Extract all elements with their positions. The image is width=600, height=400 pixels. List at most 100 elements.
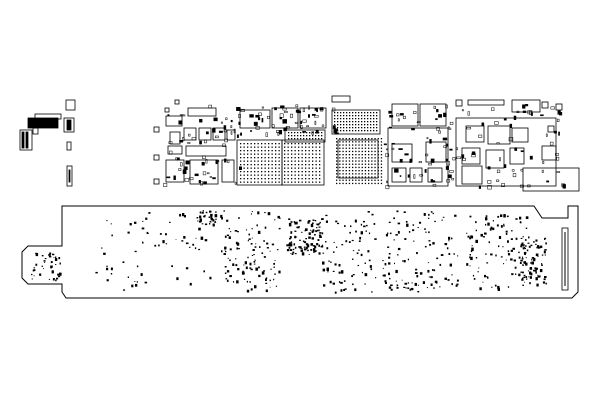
dense-pad	[539, 246, 541, 249]
dense-pad	[209, 223, 211, 225]
connector-side-fill	[66, 119, 72, 131]
bga-ball	[352, 157, 354, 159]
smd-part	[446, 161, 450, 166]
small-pad	[541, 101, 549, 109]
via	[478, 267, 480, 269]
bga-ball	[254, 160, 256, 162]
dense-pad	[199, 215, 202, 219]
bga-ball	[342, 170, 344, 172]
dense-pad	[531, 258, 533, 261]
bga-ball	[371, 141, 373, 143]
bga-ball	[352, 176, 354, 178]
via	[439, 286, 441, 288]
via	[209, 276, 212, 280]
via	[363, 225, 366, 228]
bga-ball	[240, 171, 242, 173]
via	[110, 273, 113, 275]
dense-pad	[294, 230, 297, 232]
dense-pad	[536, 246, 538, 249]
bga-ball	[361, 157, 363, 159]
dense-pad	[522, 284, 524, 286]
via	[127, 276, 129, 278]
dense-pad	[311, 237, 314, 240]
smd-part	[430, 179, 433, 183]
smd-part	[562, 184, 566, 186]
via	[194, 247, 197, 250]
top-dense-pads	[163, 104, 566, 190]
via	[503, 214, 506, 218]
dense-pad	[214, 214, 218, 218]
smd-part	[321, 124, 325, 127]
dense-pad	[290, 221, 293, 223]
via	[442, 216, 445, 218]
dense-pad	[312, 245, 316, 247]
via	[414, 282, 417, 286]
via	[440, 254, 444, 256]
bga-ball	[361, 130, 363, 132]
bga-ball	[268, 167, 270, 169]
bga-ball	[271, 181, 273, 183]
bga-ball	[346, 115, 348, 117]
bga-ball	[271, 171, 273, 173]
via	[352, 258, 354, 260]
via	[370, 268, 373, 271]
via	[273, 262, 275, 265]
bga-ball	[339, 154, 341, 156]
via	[232, 263, 235, 266]
dense-pad	[525, 276, 528, 279]
via	[131, 284, 134, 288]
bga-ball	[377, 182, 379, 185]
bga-ball	[240, 153, 242, 155]
bga-ball	[294, 143, 296, 145]
via	[265, 277, 268, 279]
bga-ball	[315, 150, 317, 152]
bga-ball	[287, 181, 289, 183]
via	[435, 282, 438, 284]
bga-ball	[339, 157, 341, 159]
bga-ball	[358, 141, 360, 143]
dense-pad	[525, 245, 527, 247]
dense-pad	[535, 239, 538, 242]
dense-pad	[541, 254, 544, 256]
via	[254, 285, 256, 287]
bga-ball	[268, 178, 270, 180]
via	[417, 291, 420, 293]
smd-part	[428, 163, 432, 166]
smd-part	[520, 150, 524, 153]
via	[525, 227, 528, 229]
via	[338, 271, 341, 274]
smd-part	[530, 112, 533, 116]
via	[189, 282, 192, 286]
via	[351, 275, 353, 278]
via	[355, 230, 357, 233]
smd-part	[467, 111, 470, 116]
smd-part	[397, 118, 400, 122]
tall-pad-core	[68, 169, 71, 183]
via	[169, 221, 171, 223]
bga-ball	[337, 115, 339, 117]
bga-ball	[294, 174, 296, 176]
via	[469, 215, 472, 218]
rf-shield-block	[455, 99, 580, 192]
smd-part	[255, 114, 260, 118]
smd-part	[314, 115, 319, 118]
via	[41, 265, 43, 267]
smd-part	[236, 134, 239, 138]
smd-part	[516, 110, 520, 113]
bga-ball	[312, 157, 314, 159]
bga-ball	[368, 138, 370, 140]
bga-ball	[349, 127, 351, 129]
dense-pad	[289, 238, 291, 240]
dense-pad	[316, 223, 318, 225]
dense-pad	[521, 271, 524, 274]
smd-part	[496, 179, 500, 182]
via	[323, 284, 326, 287]
via	[487, 222, 490, 226]
bga-ball	[254, 178, 256, 180]
bga-ball	[339, 147, 341, 149]
smd-part	[184, 178, 190, 182]
bga-ball	[306, 138, 308, 140]
bga-ball	[358, 157, 360, 159]
bga-ball	[312, 143, 314, 145]
via	[404, 282, 408, 285]
